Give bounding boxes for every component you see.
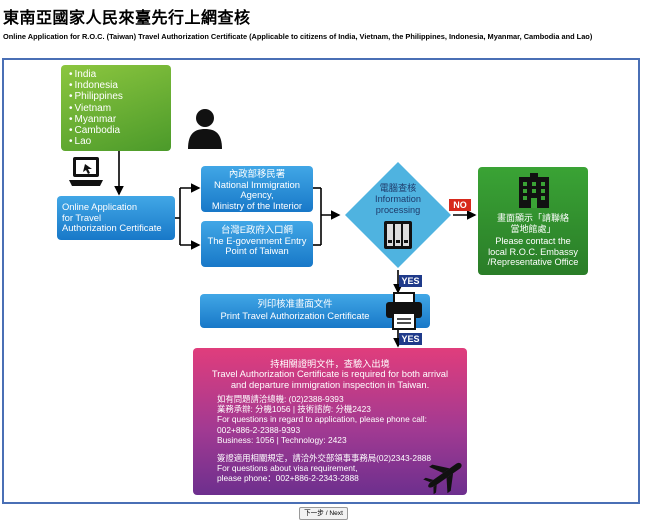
immigration-agency-box: 內政部移民署 National Immigration Agency, Mini… <box>201 166 313 212</box>
egov-en: The E-govenment Entry <box>207 234 307 246</box>
country-item: Cambodia <box>69 125 171 136</box>
online-application-box: Online Application for Travel Authorizat… <box>57 196 175 240</box>
contact-embassy-box: 畫面顯示「請聯絡 當地館處」 Please contact the local … <box>478 167 588 275</box>
online-app-line: Online Application <box>62 201 138 212</box>
contact-cn: 畫面顯示「請聯絡 <box>496 213 569 223</box>
page-title: 東南亞國家人民來臺先行上網查核 <box>3 10 251 27</box>
flowchart-frame <box>2 58 640 504</box>
contact-cn: 當地館處」 <box>510 223 556 234</box>
laptop-icon <box>69 157 103 186</box>
immigration-en: Agency, <box>240 189 274 201</box>
country-item: Indonesia <box>69 80 171 91</box>
yes-badge: YES <box>399 333 422 345</box>
egov-en: Point of Taiwan <box>225 245 289 257</box>
printer-icon <box>386 292 422 330</box>
person-icon <box>188 109 222 149</box>
question-line: 如有問題請洽總機: (02)2388-9393 <box>217 394 344 404</box>
print-en: Print Travel Authorization Certificate <box>220 310 370 321</box>
contact-en: /Representative Office <box>487 257 579 268</box>
contact-en: Please contact the <box>495 236 571 246</box>
inspection-info-box: 持相關證明文件，查驗入出境 Travel Authorization Certi… <box>193 348 467 495</box>
server-icon <box>384 221 412 249</box>
no-badge: NO <box>449 199 471 211</box>
next-button[interactable]: 下一步 / Next <box>299 507 348 520</box>
inspection-en: Travel Authorization Certificate is requ… <box>211 368 449 379</box>
country-item: India <box>69 69 171 80</box>
page-subtitle: Online Application for R.O.C. (Taiwan) T… <box>3 32 593 41</box>
immigration-cn: 內政部移民署 <box>228 168 286 179</box>
question-line: For questions in regard to application, … <box>217 414 427 425</box>
question-line: 002+886-2-2388-9393 <box>217 424 301 435</box>
processing-en: processing <box>375 205 421 215</box>
online-app-line: for Travel <box>62 211 102 223</box>
contact-en: local R.O.C. Embassy <box>488 246 578 257</box>
immigration-en: National Immigration <box>214 178 300 190</box>
visa-line: 簽證適用相關規定，請洽外交部領事事務局(02)2343-2888 <box>217 453 432 463</box>
processing-cn: 電腦查核 <box>379 183 417 193</box>
immigration-en: Ministry of the Interior <box>211 199 303 211</box>
egov-portal-box: 台灣E政府入口網 The E-govenment Entry Point of … <box>201 221 313 267</box>
question-line: 業務承辦: 分機1056 | 技術諮詢: 分機2423 <box>217 404 371 415</box>
information-processing-decision: 電腦查核 Information processing <box>343 160 453 270</box>
yes-badge: YES <box>399 275 422 287</box>
processing-en: Information <box>375 194 421 204</box>
visa-line: please phone：002+886-2-2343-2888 <box>217 473 359 484</box>
country-item: Lao <box>69 136 171 147</box>
inspection-en: and departure immigration inspection in … <box>230 379 430 390</box>
question-line: Business: 1056 | Technology: 2423 <box>217 434 347 445</box>
country-item: Myanmar <box>69 114 171 125</box>
building-icon <box>519 173 549 208</box>
print-certificate-box: 列印核准畫面文件 Print Travel Authorization Cert… <box>200 294 430 328</box>
visa-line: For questions about visa requirement, <box>217 463 358 474</box>
airplane-icon <box>423 462 462 494</box>
eligible-countries-box: India Indonesia Philippines Vietnam Myan… <box>61 65 222 151</box>
inspection-cn-title: 持相關證明文件，查驗入出境 <box>270 359 390 369</box>
online-app-line: Authorization Certificate <box>62 222 162 233</box>
print-cn: 列印核准畫面文件 <box>257 298 333 309</box>
country-item: Vietnam <box>69 103 171 114</box>
country-item: Philippines <box>69 91 171 102</box>
egov-cn: 台灣E政府入口網 <box>221 224 293 235</box>
